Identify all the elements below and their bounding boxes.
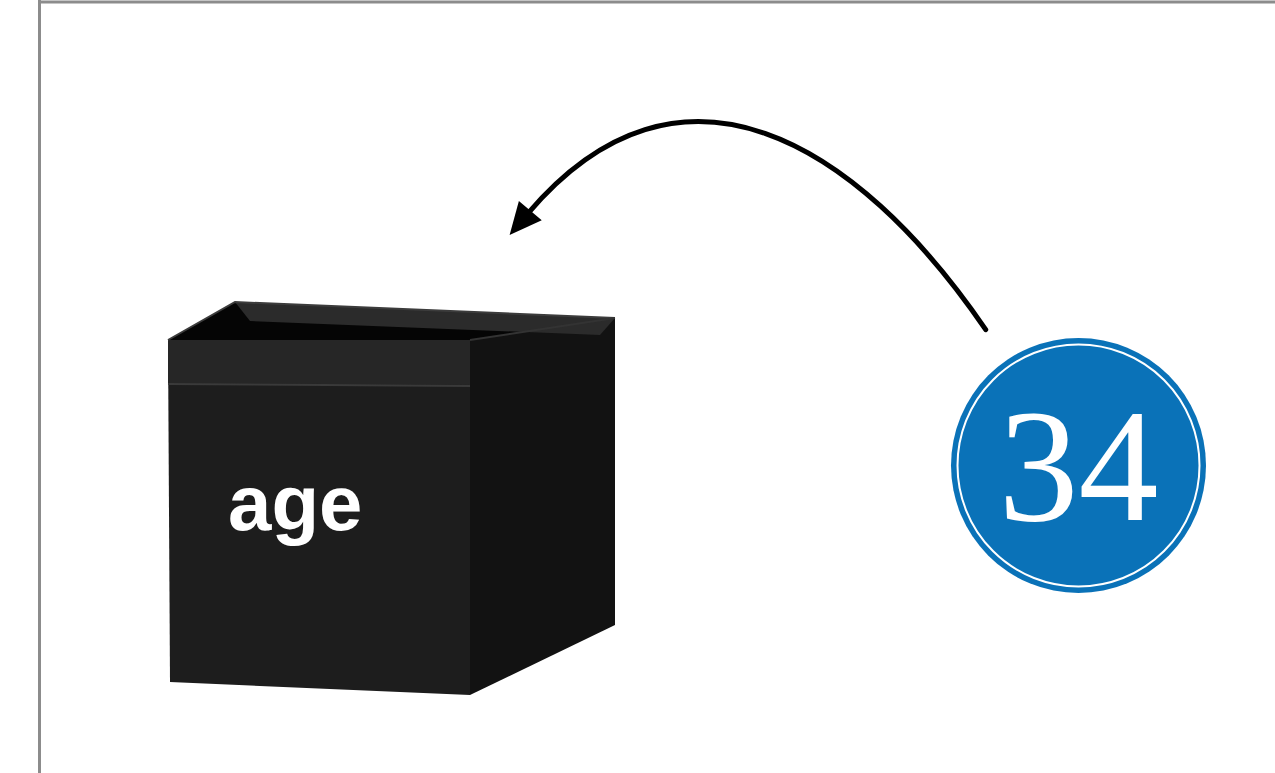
box-inner-wall: [235, 302, 615, 335]
box-rim-edge: [470, 318, 615, 340]
badge-fill: [951, 338, 1206, 593]
box-rim-band: [168, 340, 470, 385]
arrow-line: [528, 122, 986, 330]
box-fold-line: [168, 384, 470, 386]
number-label: 34: [999, 386, 1159, 546]
storage-box: age: [160, 295, 620, 695]
box-label: age: [228, 464, 362, 542]
box-opening: [168, 302, 615, 340]
frame-left-edge: [38, 0, 41, 773]
box-rim-edge: [168, 302, 615, 340]
box-front-face: [168, 340, 470, 695]
box-side-face: [470, 318, 615, 695]
arrow-head: [510, 201, 542, 235]
curved-arrow: [510, 122, 986, 330]
frame-top-edge: [38, 1, 1275, 4]
number-circle: 34: [950, 337, 1207, 594]
badge-ring: [958, 345, 1200, 587]
